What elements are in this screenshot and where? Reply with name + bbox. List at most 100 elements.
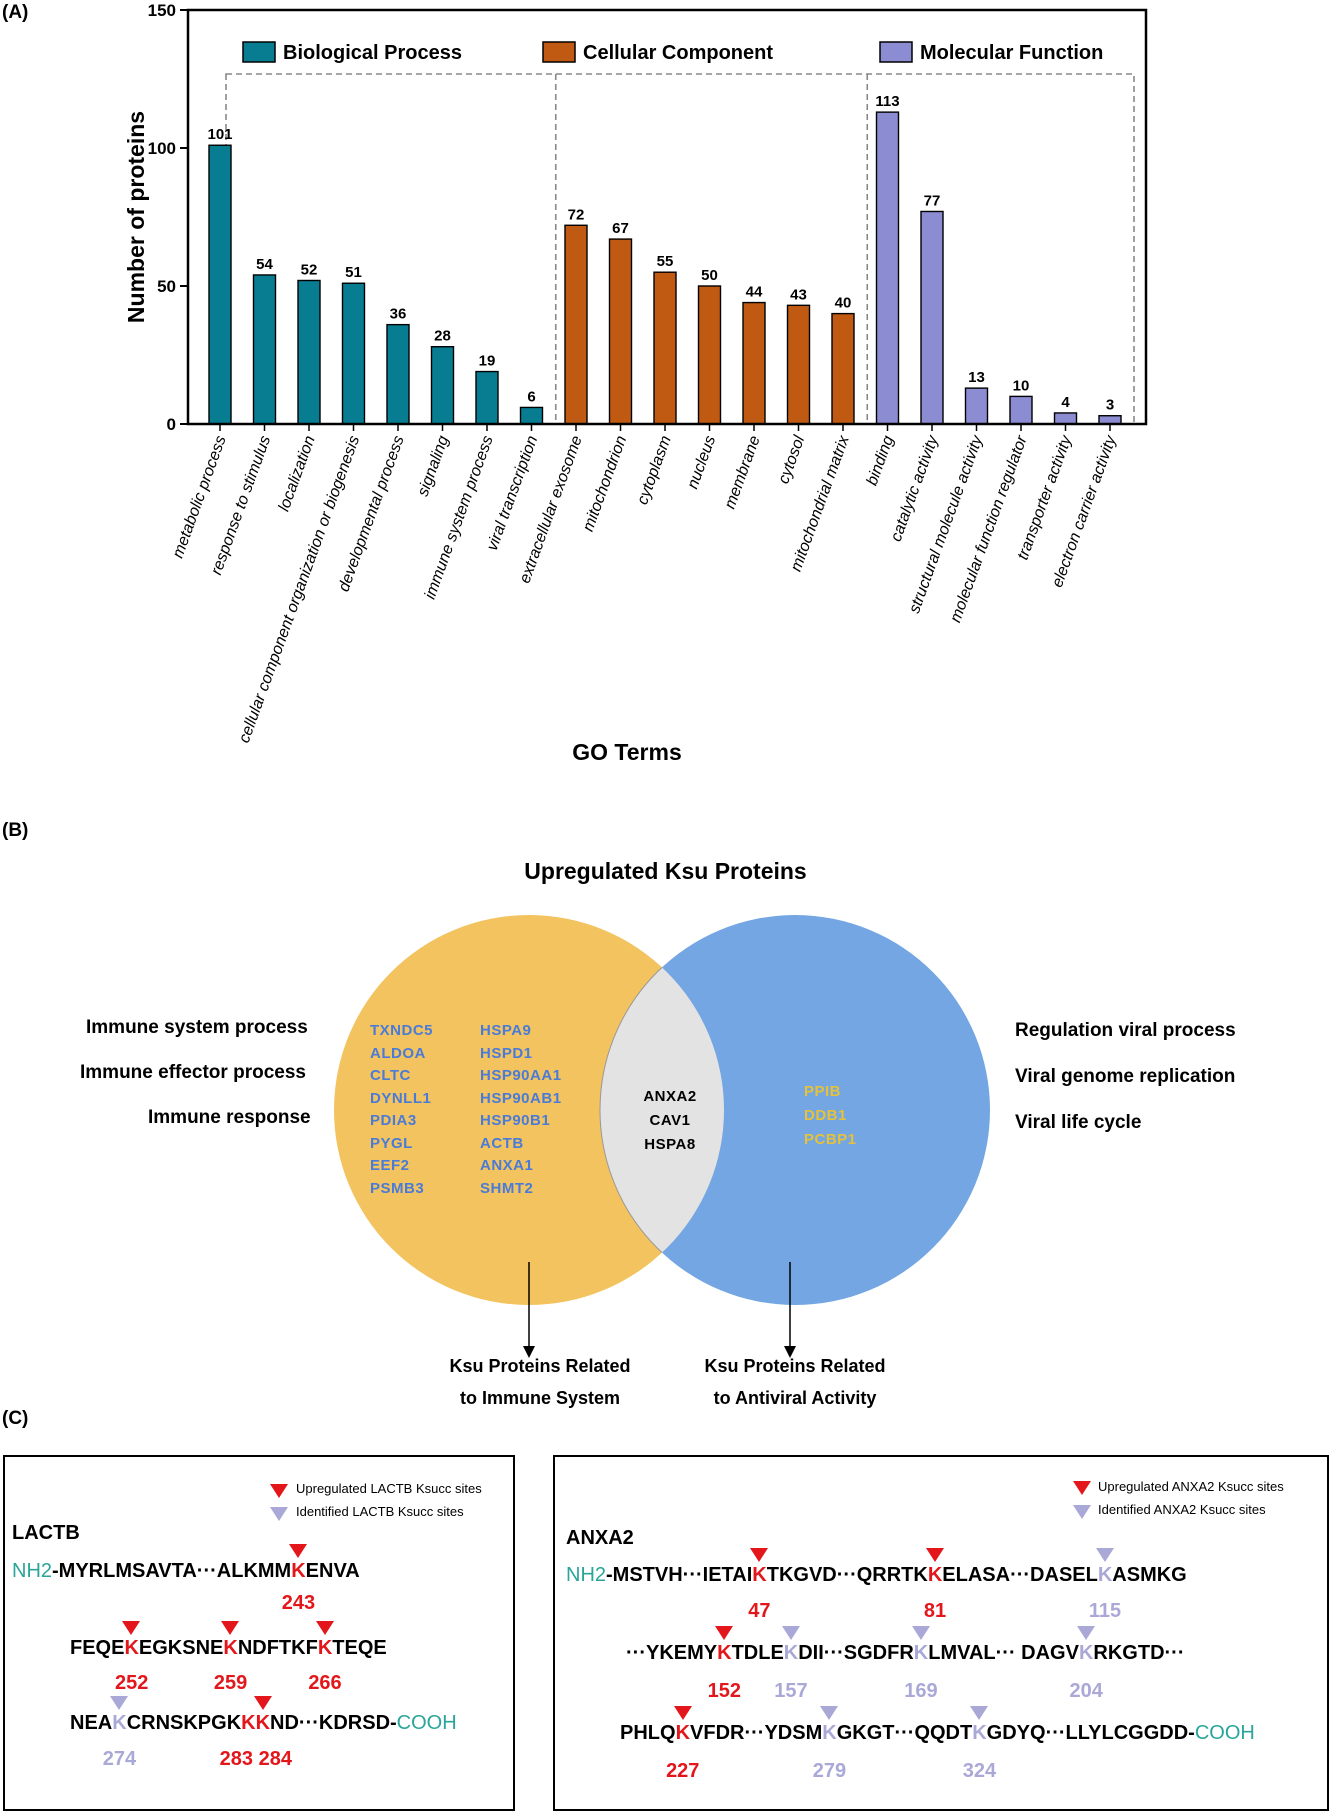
sequence-line: NEAKCRNSKPGKKKND···KDRSD-COOH: [70, 1712, 457, 1735]
site-marker: [820, 1706, 838, 1720]
protein-name-lactb: LACTB: [12, 1522, 80, 1544]
bar-value-label: 52: [301, 261, 318, 278]
sequence-line: NH2-MYRLMSAVTA···ALKMMKENVA: [12, 1560, 360, 1583]
residues: CRNSKPGK: [126, 1712, 242, 1734]
plot-frame: [186, 8, 1148, 426]
gene: HSPA9: [480, 1022, 532, 1039]
right-term-2: Viral genome replication: [1015, 1066, 1236, 1087]
site-number: 227: [666, 1760, 700, 1782]
arrow-left-head: [523, 1346, 535, 1358]
site-number: 157: [774, 1680, 808, 1702]
site-marker: [1077, 1626, 1095, 1640]
gene: TXNDC5: [370, 1022, 434, 1039]
gene: CAV1: [649, 1112, 691, 1129]
bar-value-label: 101: [207, 126, 232, 143]
gene: PPIB: [804, 1083, 842, 1100]
bar-value-label: 67: [612, 220, 629, 237]
legend-label: Molecular Function: [920, 42, 1103, 64]
bar-value-label: 43: [790, 286, 807, 303]
bar-value-label: 54: [256, 256, 273, 273]
legend-swatch: [542, 41, 576, 63]
residues: TKGVD···QRRTK: [766, 1564, 928, 1586]
lysine-site: K: [927, 1564, 943, 1586]
arrow-right-head: [784, 1346, 796, 1358]
site-number: 115: [1088, 1600, 1122, 1622]
site-marker: [926, 1548, 944, 1562]
lysine-site: K: [783, 1642, 799, 1664]
caption-immune: Ksu Proteins Related to Immune System: [420, 1350, 660, 1414]
y-tick-label: 50: [157, 277, 176, 296]
anxa2-box: [553, 1455, 1329, 1811]
gene: HSPD1: [480, 1044, 533, 1062]
y-axis-label: Number of proteins: [123, 111, 149, 323]
panel-label-c: (C): [2, 1408, 29, 1429]
bar-value-label: 44: [746, 284, 763, 301]
lysine-site: K: [822, 1722, 837, 1744]
site-number: 169: [904, 1680, 938, 1702]
left-term-2: Immune effector process: [80, 1062, 306, 1083]
residues: TDLE: [731, 1642, 784, 1664]
residues: VFDR···YDSM: [690, 1722, 823, 1744]
lysine-site: K: [124, 1637, 139, 1659]
x-axis-label: GO Terms: [572, 739, 682, 765]
residues: -MSTVH···IETAI: [606, 1564, 753, 1586]
site-marker: [782, 1626, 800, 1640]
bar-value-label: 72: [568, 206, 585, 223]
residues: LMVAL··· DAGV: [928, 1642, 1079, 1664]
residues: NDFTKF: [237, 1637, 318, 1659]
site-marker: [110, 1696, 128, 1710]
lysine-site: K: [717, 1642, 732, 1664]
gene: HSPA8: [644, 1136, 696, 1153]
bar-value-label: 51: [345, 264, 362, 281]
residues: FEQE: [70, 1637, 125, 1659]
gene-list-left-2: HSPA9 HSPD1 HSP90AA1 HSP90AB1 HSP90B1 AC…: [480, 1020, 562, 1200]
gene: HSP90AB1: [480, 1089, 562, 1107]
gene-list-overlap: ANXA2 CAV1 HSPA8: [620, 1085, 720, 1157]
sequence-line: NH2-MSTVH···IETAIKTKGVD···QRRTKKELASA···…: [566, 1564, 1187, 1587]
site-number: 152: [707, 1680, 741, 1702]
gene: DDB1: [804, 1107, 847, 1124]
legend-up-marker: [270, 1484, 288, 1498]
gene: ANXA2: [643, 1088, 697, 1105]
site-marker: [1096, 1548, 1114, 1562]
site-number: 283 284: [219, 1748, 292, 1770]
bar-value-label: 55: [657, 253, 674, 270]
lysine-site: KK: [241, 1712, 271, 1734]
y-tick-label: 100: [148, 139, 176, 158]
lysine-site: K: [291, 1560, 306, 1582]
site-marker: [750, 1548, 768, 1562]
site-marker: [221, 1621, 239, 1635]
gene: HSP90AA1: [480, 1067, 562, 1084]
residues: PHLQ: [620, 1722, 676, 1744]
bar-value-label: 6: [527, 388, 535, 405]
residues: -MYRLMSAVTA···ALKMM: [52, 1560, 292, 1582]
gene: CLTC: [370, 1067, 411, 1084]
sequence-line: ···YKEMYKTDLEKDII···SGDFRKLMVAL··· DAGVK…: [626, 1642, 1185, 1665]
panel-label-a: (A): [2, 2, 29, 23]
residues: NEA: [70, 1712, 113, 1734]
bar-value-label: 113: [875, 93, 899, 110]
right-term-3: Viral life cycle: [1015, 1112, 1142, 1133]
site-number: 47: [748, 1600, 771, 1622]
legend-id-marker: [270, 1507, 288, 1521]
site-marker: [289, 1544, 307, 1558]
site-marker: [316, 1621, 334, 1635]
left-term-3: Immune response: [148, 1107, 311, 1128]
gene: HSP90B1: [480, 1112, 551, 1129]
gene: PCBP1: [804, 1131, 857, 1148]
residues: RKGTD···: [1093, 1642, 1185, 1664]
gene-list-left-1: TXNDC5 ALDOA CLTC DYNLL1 PDIA3 PYGL EEF2…: [370, 1020, 433, 1200]
gene: DYNLL1: [370, 1089, 432, 1107]
bar-value-label: 77: [924, 192, 941, 209]
legend-swatch: [242, 41, 276, 63]
protein-name-anxa2: ANXA2: [566, 1527, 634, 1549]
lysine-site: K: [972, 1722, 987, 1744]
site-number: 259: [213, 1672, 248, 1694]
site-number: 81: [923, 1600, 947, 1622]
lysine-site: K: [913, 1642, 929, 1664]
residues: GKGT···QQDT: [836, 1722, 973, 1744]
gene: PYGL: [370, 1134, 413, 1152]
bar-value-label: 19: [479, 353, 496, 370]
residues: ASMKG: [1112, 1564, 1187, 1586]
